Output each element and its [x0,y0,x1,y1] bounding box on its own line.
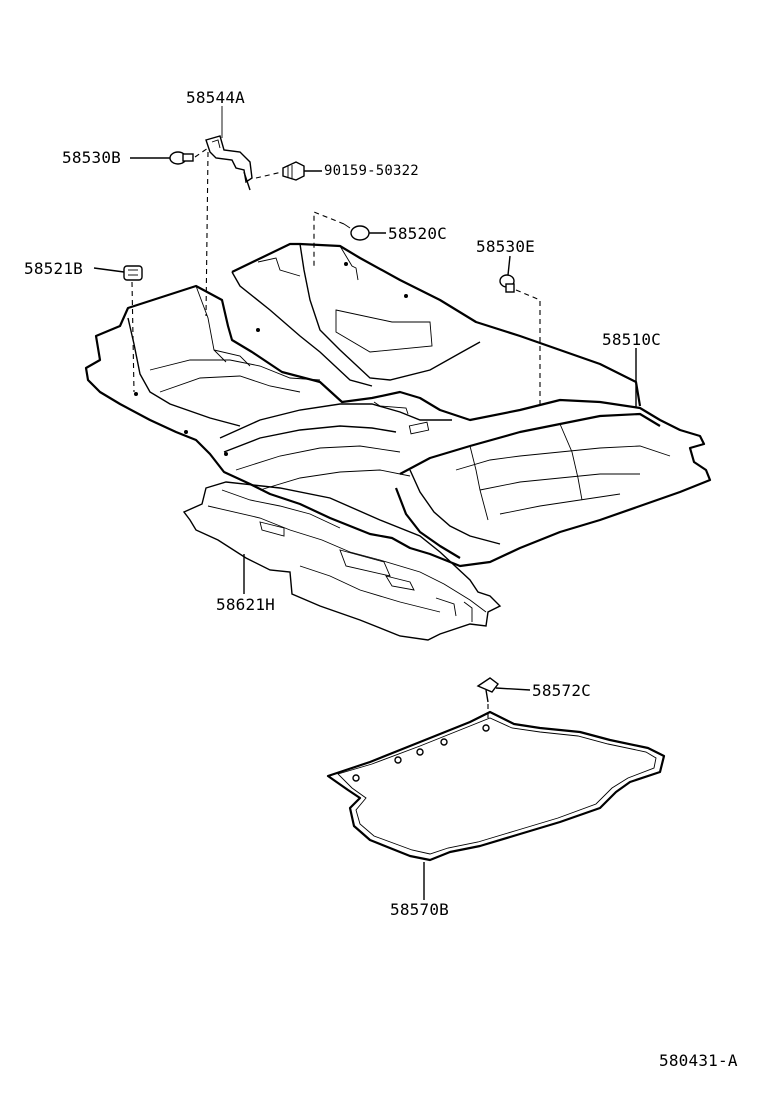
plug-58520c [343,223,370,241]
mat-58570b [326,710,666,862]
clip-58530e [499,274,515,293]
label-58544a: 58544A [186,88,245,107]
diagram-reference: 580431-A [659,1051,738,1070]
label-58510c: 58510C [602,330,661,349]
carpet-58510c [84,242,712,568]
label-58621h: 58621H [216,595,275,614]
label-58572c: 58572C [532,681,591,700]
label-58570b: 58570B [390,900,449,919]
label-58530e: 58530E [476,237,535,256]
clip-58572c [476,677,499,703]
clip-58521b [123,265,143,281]
label-58521b: 58521B [24,259,83,278]
label-90159-50322: 90159-50322 [324,163,419,179]
screw-90159-50322 [282,161,305,181]
label-58530b: 58530B [62,148,121,167]
label-58520c: 58520C [388,224,447,243]
bracket-58544a [205,135,253,191]
clip-58530b [169,151,194,165]
insulator-58621h [182,481,502,641]
